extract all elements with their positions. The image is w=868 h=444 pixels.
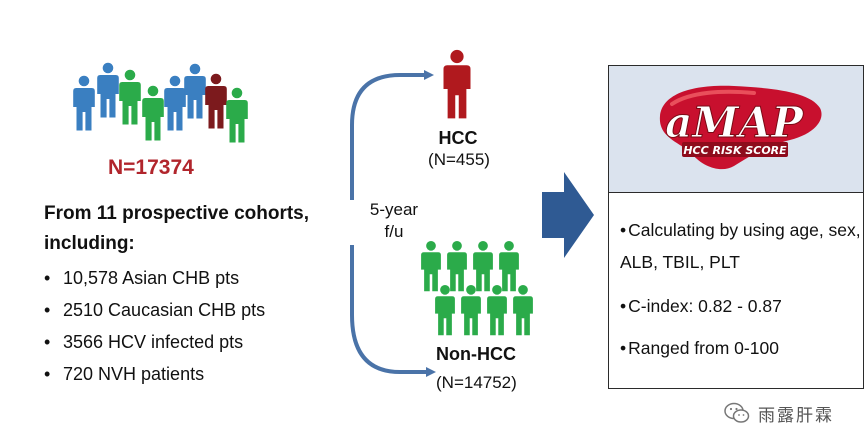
cohort-heading: From 11 prospective cohorts, including: [44, 199, 344, 259]
cohort-item-asian-chb: 10,578 Asian CHB pts [44, 262, 265, 294]
cohort-item-caucasian-chb: 2510 Caucasian CHB pts [44, 294, 265, 326]
amap-feature-range: •Ranged from 0-100 [620, 332, 864, 364]
amap-feature-variables-text: Calculating by using age, sex, ALB, TBIL… [620, 220, 861, 272]
hcc-count: (N=455) [428, 150, 490, 169]
arrow-to-hcc [350, 70, 434, 200]
wechat-icon [724, 402, 750, 423]
non-hcc-count: (N=14752) [436, 373, 517, 392]
watermark-text: 雨露肝霖 [758, 405, 834, 426]
cohort-item-nvh: 720 NVH patients [44, 358, 265, 390]
follow-up-line2: f/u [384, 222, 404, 241]
follow-up-line1: 5-year [369, 200, 419, 219]
bullet-mark: • [620, 296, 627, 316]
right-arrow-icon [542, 172, 594, 258]
cohort-total-count: N=17374 [108, 156, 194, 179]
amap-liver-logo-icon: aMAP HCC RISK SCORE [659, 85, 822, 170]
hcc-patient-icon [443, 49, 471, 119]
cohort-heading-line2: including: [44, 233, 135, 254]
follow-up-split-arrows [350, 70, 436, 377]
arrow-to-non-hcc [350, 245, 436, 377]
patient-population-icon [73, 62, 248, 143]
hcc-outcome-label: HCC [438, 128, 478, 148]
bullet-mark: • [620, 338, 627, 358]
amap-feature-c-index: •C-index: 0.82 - 0.87 [620, 290, 864, 322]
amap-feature-c-index-text: C-index: 0.82 - 0.87 [628, 296, 782, 316]
amap-score-panel: aMAP HCC RISK SCORE •Calculating by usin… [608, 65, 864, 389]
amap-feature-list: •Calculating by using age, sex, ALB, TBI… [620, 214, 864, 376]
cohort-breakdown-list: 10,578 Asian CHB pts 2510 Caucasian CHB … [44, 262, 265, 390]
bullet-mark: • [620, 220, 627, 240]
amap-logo-text: aMAP [665, 98, 804, 147]
non-hcc-outcome-label: Non-HCC [436, 344, 516, 364]
cohort-heading-line1: From 11 prospective cohorts, [44, 203, 310, 224]
cohort-item-hcv: 3566 HCV infected pts [44, 326, 265, 358]
amap-logo-header: aMAP HCC RISK SCORE [609, 66, 863, 193]
watermark: 雨露肝霖 [724, 398, 834, 428]
amap-feature-range-text: Ranged from 0-100 [628, 338, 779, 358]
amap-logo-subtitle: HCC RISK SCORE [683, 144, 787, 157]
non-hcc-patients-icon [421, 240, 533, 336]
follow-up-duration-label: 5-year f/u [358, 199, 430, 243]
amap-feature-variables: •Calculating by using age, sex, ALB, TBI… [620, 214, 864, 278]
